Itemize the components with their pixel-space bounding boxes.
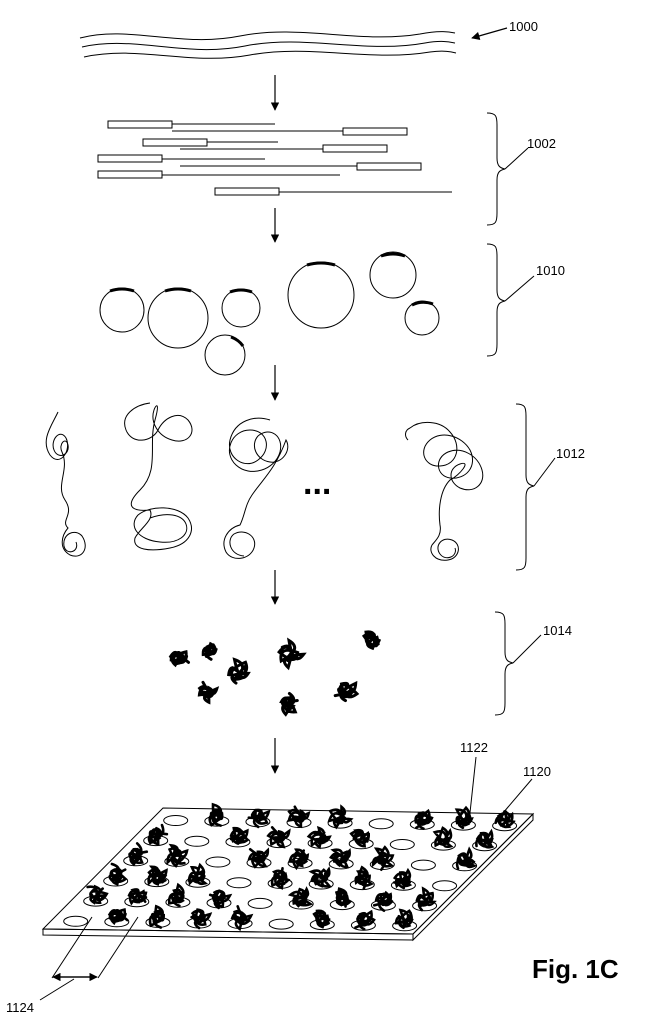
nanoball-glyph [203,644,216,659]
nanoball-glyph [314,911,329,927]
nanoball-glyph [289,807,309,827]
well [185,836,209,846]
well [64,916,88,926]
nanoball-glyph [199,682,216,702]
leader-1014 [513,635,541,663]
nanoball-glyph [396,910,412,928]
nanoball-glyph [272,868,288,888]
nanoball-glyph [88,887,107,903]
label-1014: 1014 [543,623,572,638]
nanoball-glyph [373,847,393,869]
nanoball-glyph [249,849,268,866]
nanoball-glyph [171,652,189,665]
nanoball-glyph [279,641,304,668]
label-1012: 1012 [556,446,585,461]
bracket-1002 [487,113,505,225]
nanoball-glyph [169,885,183,906]
label-1124: 1124 [6,1000,34,1015]
leader-1012 [534,458,555,486]
nanoball-glyph [130,843,147,864]
well [164,816,188,826]
nanoball-glyph [329,807,351,827]
pitch-extension-right [98,917,138,978]
leader-1010 [505,276,534,301]
label-1122: 1122 [460,740,488,755]
nanoball-glyph [337,889,351,907]
well [433,881,457,891]
label-1002: 1002 [527,136,556,151]
nanoball-glyph [232,906,251,929]
leader-1002 [505,148,528,169]
figure-caption: Fig. 1C [532,954,619,984]
label-1000: 1000 [509,19,538,34]
nanoball-glyph [149,867,167,885]
nanoball-glyph [356,912,375,929]
nanoball-glyph [476,832,492,848]
well [206,857,230,867]
nanoball-glyph [229,660,248,684]
nanoball-glyph [290,850,308,868]
nanoball-glyph [374,893,392,911]
well [369,819,393,829]
nanoball-glyph [364,632,379,648]
nanoball-glyph [150,906,164,927]
nanoball-cluster [171,632,380,714]
dna-fragments [98,121,452,195]
amplification-products [46,403,483,560]
nanoball-glyph [168,845,187,866]
nanoball-glyph [231,828,248,843]
nanoball-glyph [281,694,297,715]
nanoball-glyph [394,871,410,889]
well [248,898,272,908]
nanoball-glyph [129,889,146,903]
nanoball-glyph [210,805,222,826]
nanoball-glyph [417,889,434,911]
nanoball-glyph [435,828,451,847]
nanoball-glyph [110,910,128,923]
nanoball-glyph [416,811,432,829]
label-1120: 1120 [523,764,551,779]
ellipsis: ... [303,464,331,502]
nanoball-glyph [457,849,474,868]
well [411,860,435,870]
arrayed-nanoballs [88,805,514,930]
nanoball-glyph [192,910,211,928]
nanoball-glyph [189,865,205,884]
well [227,878,251,888]
nanoball-glyph [268,827,289,846]
nanoball-glyph [351,830,369,846]
nanoball-glyph [309,828,330,847]
nanoball-glyph [335,683,357,700]
label-1010: 1010 [536,263,565,278]
bracket-1012 [516,404,534,570]
nanoball-glyph [312,869,330,886]
nanoball-glyph [331,850,350,867]
nanoball-glyph [291,889,311,906]
well [390,840,414,850]
nanoball-glyph [210,891,230,908]
nanoball-glyph [356,867,372,888]
nanoball-glyph [149,825,167,844]
well [269,919,293,929]
nanoball-glyph [110,864,126,884]
dna-strands [80,32,456,59]
bracket-1014 [495,612,513,715]
bracket-1010 [487,244,505,356]
leader-arrow-1000 [472,28,507,38]
nanoball-glyph [249,810,269,827]
leader-1124 [40,979,74,1000]
circular-templates [100,252,439,375]
leader-1122 [469,757,476,822]
